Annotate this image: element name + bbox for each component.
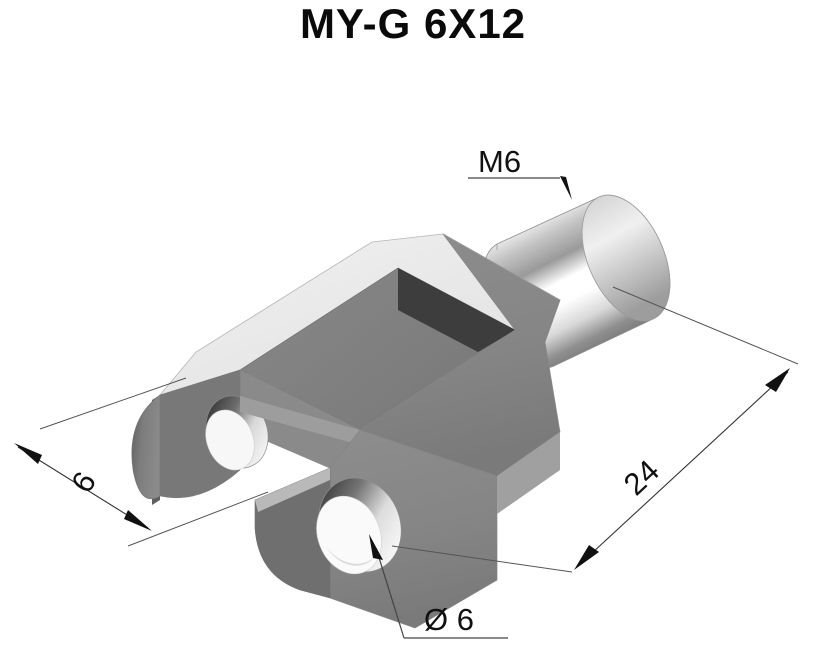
shank-end-face — [581, 194, 671, 322]
length-arrowhead-lower — [574, 545, 599, 570]
front-prong-right-chamfer — [497, 432, 560, 514]
front-prong-chamfer — [255, 468, 330, 512]
body-top-edge — [442, 233, 561, 301]
rear-pin-hole-far-wall — [205, 409, 255, 471]
hole-diameter-label: Ø 6 — [424, 602, 474, 637]
m6-arrowhead — [560, 176, 572, 200]
length-dimension-line — [577, 371, 789, 567]
front-prong-inner-face — [240, 396, 360, 445]
gap-arrowhead-lower — [124, 510, 152, 531]
length-label: 24 — [617, 453, 666, 502]
rear-prong-round-end — [131, 394, 161, 500]
slot-back-wall — [398, 268, 515, 352]
rear-prong — [131, 369, 361, 505]
length-arrowhead-upper — [765, 368, 790, 392]
page-title: MY-G 6X12 — [299, 0, 527, 47]
gap-extension-lower — [127, 491, 269, 547]
annotation-hole-diameter: Ø 6 — [369, 534, 508, 639]
hole-arrowhead — [369, 534, 383, 560]
length-extension-upper — [612, 286, 799, 365]
front-prong — [240, 396, 560, 629]
gap-extension-upper — [39, 377, 187, 430]
hole-leader-diagonal — [375, 547, 405, 639]
gap-arrowhead-upper — [14, 443, 42, 464]
length-extension-lower — [391, 545, 573, 573]
gap-label: 6 — [64, 466, 103, 499]
m6-label: M6 — [478, 144, 521, 179]
solid-model — [131, 194, 671, 629]
annotation-thread-callout: M6 — [468, 144, 572, 200]
